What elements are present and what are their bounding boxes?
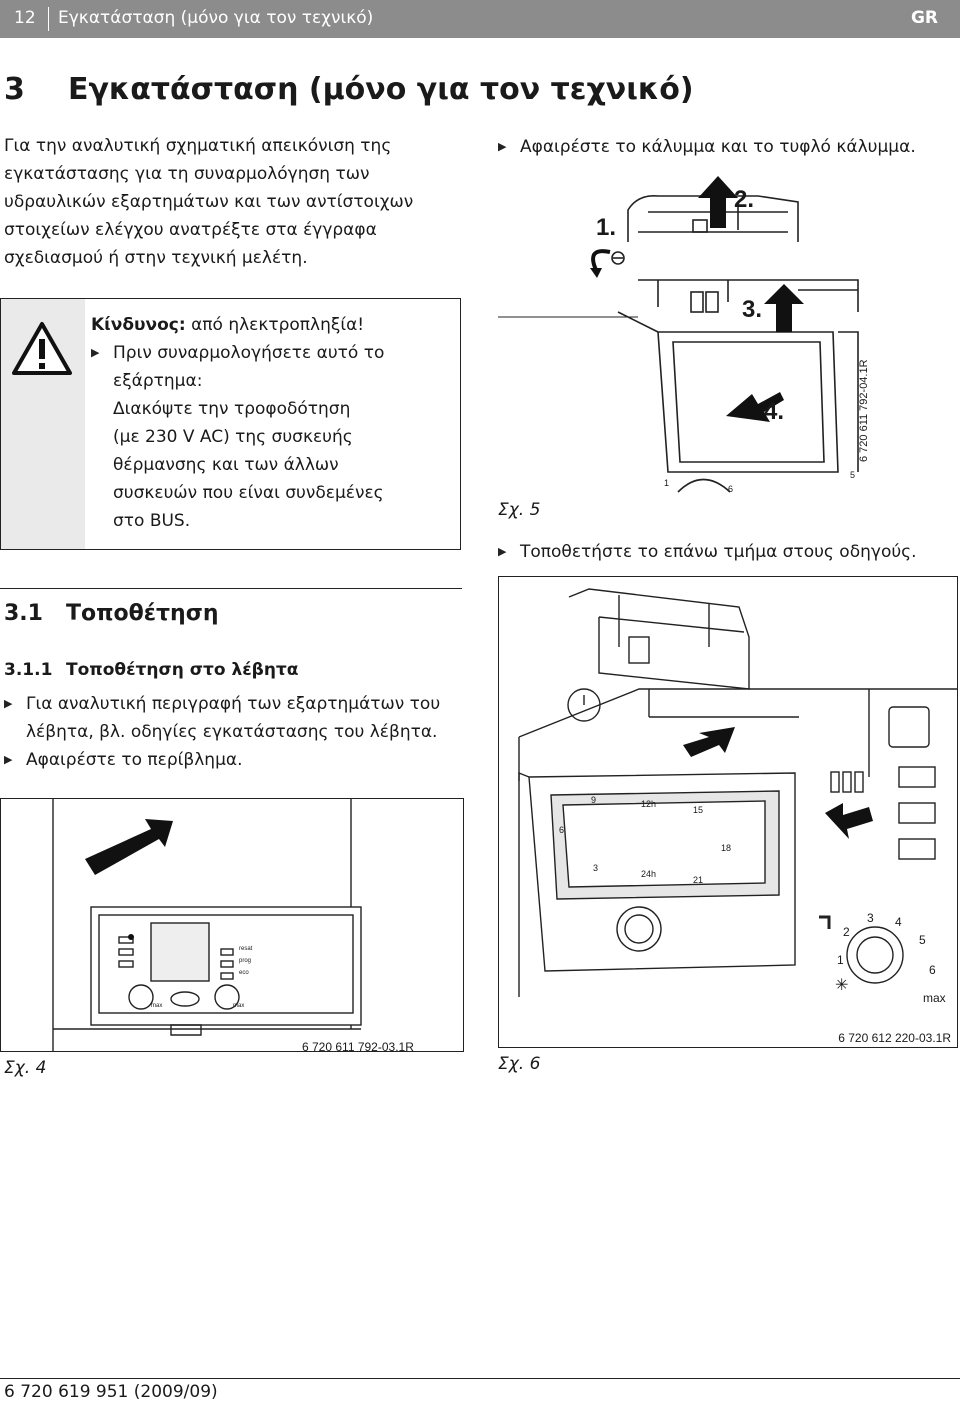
footer-rule xyxy=(0,1378,960,1379)
intro-line: σχεδιασμού ή στην τεχνική μελέτη. xyxy=(4,248,308,268)
intro-line: Για την αναλυτική σχηματική απεικόνιση τ… xyxy=(4,136,392,156)
warning-triangle-icon xyxy=(12,322,72,375)
dial-mark: 1 xyxy=(837,953,844,967)
intro-line: υδραυλικών εξαρτημάτων και των αντίστοιχ… xyxy=(4,192,414,212)
figure-6-caption: Σχ. 6 xyxy=(498,1054,541,1074)
figure-4-caption: Σχ. 4 xyxy=(4,1058,47,1078)
fig5-step-label: 4. xyxy=(764,398,785,425)
warning-icon-column xyxy=(1,299,85,549)
step-text: λέβητα, βλ. οδηγίες εγκατάστασης του λέβ… xyxy=(26,722,438,742)
warning-line: συσκευών που είναι συνδεμένες xyxy=(113,483,384,503)
bullet-triangle-icon: ▶ xyxy=(498,545,507,558)
dial-mark: 5 xyxy=(919,933,926,947)
warning-line: Διακόψτε την τροφοδότηση xyxy=(113,399,351,419)
step-text: Αφαιρέστε το κάλυμμα και το τυφλό κάλυμμ… xyxy=(520,137,916,157)
snowflake-icon: ✳ xyxy=(835,975,849,994)
figure-6-code: 6 720 612 220-03.1R xyxy=(838,1031,951,1045)
subsection-number: 3.1.1 xyxy=(4,660,53,680)
step-text: Τοποθετήστε το επάνω τμήμα στους οδηγούς… xyxy=(520,542,917,562)
dial-mark: 4 xyxy=(895,915,902,929)
fig5-step-label: 1. xyxy=(596,214,617,241)
figure-5-drawing xyxy=(498,176,859,493)
panel-label: prog xyxy=(239,958,252,964)
figure-5-cover-removal: 1. 2. 3. 4. 1 6 5 xyxy=(498,172,876,494)
footer-doc-id: 6 720 619 951 (2009/09) xyxy=(4,1382,218,1402)
clock-mark: 15 xyxy=(693,805,704,815)
step-item: ▶ Τοποθετήστε το επάνω τμήμα στους οδηγο… xyxy=(498,538,917,566)
bullet-triangle-icon: ▶ xyxy=(91,346,100,359)
figure-4-boiler: resat prog eco max max xyxy=(0,798,464,1052)
figure-5-caption: Σχ. 5 xyxy=(498,500,541,520)
warning-line: (με 230 V AC) της συσκευής xyxy=(113,427,353,447)
danger-warning-box: Κίνδυνος: από ηλεκτροπληξία! ▶ Πριν συνα… xyxy=(0,298,461,550)
section-title: Τοποθέτηση xyxy=(66,601,219,626)
figure-6-controller-mount: 9 12h 15 6 18 3 24h 21 1 2 3 4 5 6 max ✳… xyxy=(498,576,958,1048)
clock-mark: 3 xyxy=(593,863,599,873)
warning-line: εξάρτημα: xyxy=(113,371,203,391)
panel-label: max xyxy=(151,1003,163,1009)
panel-label: eco xyxy=(239,970,249,976)
figure-4-drawing xyxy=(52,799,362,1051)
warning-headline: από ηλεκτροπληξία! xyxy=(191,315,365,335)
bullet-triangle-icon: ▶ xyxy=(4,697,13,710)
header-title: Εγκατάσταση (μόνο για τον τεχνικό) xyxy=(58,8,374,28)
figure-4-code: 6 720 611 792-03.1R xyxy=(302,1040,414,1054)
intro-paragraph: Για την αναλυτική σχηματική απεικόνιση τ… xyxy=(4,132,464,272)
panel-label: resat xyxy=(239,946,253,952)
warning-text: Κίνδυνος: από ηλεκτροπληξία! ▶ Πριν συνα… xyxy=(91,311,451,535)
fig5-step-label: 3. xyxy=(742,296,763,323)
dial-mark: max xyxy=(923,991,946,1005)
fig5-dial-mark: 6 xyxy=(728,484,734,494)
clock-mark: 18 xyxy=(721,843,732,853)
fig5-dial-mark: 1 xyxy=(664,478,670,488)
clock-mark: 24h xyxy=(641,869,657,879)
intro-line: στοιχείων ελέγχου ανατρέξτε στα έγγραφα xyxy=(4,220,377,240)
panel-label: max xyxy=(233,1003,245,1009)
section-number: 3.1 xyxy=(4,601,43,626)
bullet-triangle-icon: ▶ xyxy=(498,140,507,153)
clock-mark: 6 xyxy=(559,825,565,835)
steps-left: ▶ Για αναλυτική περιγραφή των εξαρτημάτω… xyxy=(4,690,464,774)
dial-mark: 6 xyxy=(929,963,936,977)
header-divider xyxy=(48,7,49,31)
language-code: GR xyxy=(910,8,938,28)
page-header: 12 Εγκατάσταση (μόνο για τον τεχνικό) GR xyxy=(0,0,960,38)
subsection-title: Τοποθέτηση στο λέβητα xyxy=(66,660,299,680)
warning-line: στο BUS. xyxy=(113,511,191,531)
dial-mark: 2 xyxy=(843,925,850,939)
step-text: Αφαιρέστε το περίβλημα. xyxy=(26,750,243,770)
step-item: ▶ Αφαιρέστε το κάλυμμα και το τυφλό κάλυ… xyxy=(498,133,916,161)
figure-6-drawing xyxy=(518,588,957,997)
fig5-step-label: 2. xyxy=(734,186,755,213)
clock-mark: 12h xyxy=(641,799,657,809)
warning-label: Κίνδυνος: xyxy=(91,315,186,335)
step-text: Για αναλυτική περιγραφή των εξαρτημάτων … xyxy=(26,694,441,714)
intro-line: εγκατάστασης για τη συναρμολόγηση των xyxy=(4,164,370,184)
warning-line: Πριν συναρμολογήσετε αυτό το xyxy=(113,343,385,363)
warning-line: θέρμανσης και των άλλων xyxy=(113,455,339,475)
clock-mark: 21 xyxy=(693,875,704,885)
warning-instruction: ▶ Πριν συναρμολογήσετε αυτό το εξάρτημα:… xyxy=(91,339,451,535)
dial-mark: 3 xyxy=(867,911,874,925)
chapter-number: 3 xyxy=(4,72,25,107)
fig5-dial-mark: 5 xyxy=(850,470,856,480)
step-item: ▶ Αφαιρέστε το περίβλημα. xyxy=(4,746,464,774)
figure-5-code: 6 720 611 792-04.1R xyxy=(858,359,870,462)
section-rule xyxy=(0,588,462,589)
clock-mark: 9 xyxy=(591,795,597,805)
chapter-title: Εγκατάσταση (μόνο για τον τεχνικό) xyxy=(68,72,694,107)
bullet-triangle-icon: ▶ xyxy=(4,753,13,766)
step-item: ▶ Για αναλυτική περιγραφή των εξαρτημάτω… xyxy=(4,690,464,746)
page-number: 12 xyxy=(14,8,36,28)
